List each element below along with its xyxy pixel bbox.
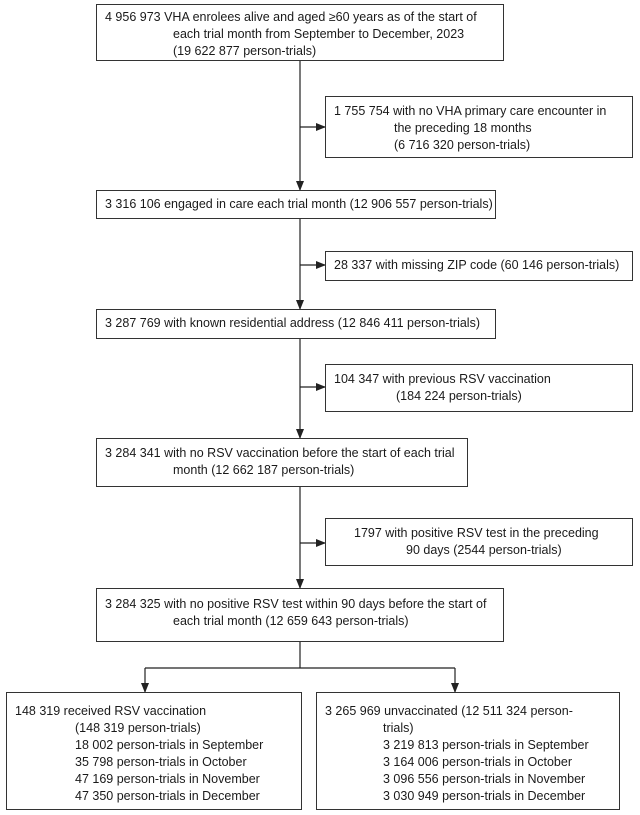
vaccinated-line-6: 47 350 person-trials in December	[75, 789, 260, 803]
exclude-positive-test-line-1: 1797 with positive RSV test in the prece…	[354, 526, 599, 540]
vaccinated-line-2: (148 319 person-trials)	[75, 721, 201, 735]
exclude-no-primary-care-line-3: (6 716 320 person-trials)	[394, 138, 531, 152]
box-unvaccinated: 3 265 969 unvaccinated (12 511 324 perso…	[316, 692, 620, 810]
box-no-positive-test-line-2: each trial month (12 659 643 person-tria…	[173, 614, 409, 628]
unvaccinated-line-1: 3 265 969 unvaccinated (12 511 324 perso…	[325, 704, 573, 718]
vaccinated-line-5: 47 169 person-trials in November	[75, 772, 260, 786]
exclude-no-primary-care-line-1: 1 755 754 with no VHA primary care encou…	[334, 104, 607, 118]
box-enrolees-line-1: 4 956 973 VHA enrolees alive and aged ≥6…	[105, 10, 477, 24]
unvaccinated-line-6: 3 030 949 person-trials in December	[383, 789, 586, 803]
vaccinated-line-4: 35 798 person-trials in October	[75, 755, 247, 769]
box-engaged-in-care-line-1: 3 316 106 engaged in care each trial mon…	[105, 197, 493, 211]
box-enrolees: 4 956 973 VHA enrolees alive and aged ≥6…	[96, 4, 504, 61]
box-enrolees-line-3: (19 622 877 person-trials)	[173, 44, 317, 58]
box-exclude-missing-zip: 28 337 with missing ZIP code (60 146 per…	[325, 251, 633, 281]
box-no-positive-test-line-1: 3 284 325 with no positive RSV test with…	[105, 597, 487, 611]
unvaccinated-line-5: 3 096 556 person-trials in November	[383, 772, 586, 786]
exclude-positive-test-line-2: 90 days (2544 person-trials)	[406, 543, 562, 557]
box-known-address-line-1: 3 287 769 with known residential address…	[105, 316, 480, 330]
box-no-rsv-vaccination: 3 284 341 with no RSV vaccination before…	[96, 438, 468, 487]
exclude-no-primary-care-line-2: the preceding 18 months	[394, 121, 532, 135]
box-exclude-no-primary-care: 1 755 754 with no VHA primary care encou…	[325, 96, 633, 158]
vaccinated-line-1: 148 319 received RSV vaccination	[15, 704, 207, 718]
box-no-rsv-vaccination-line-1: 3 284 341 with no RSV vaccination before…	[105, 446, 455, 460]
exclude-previous-rsv-line-1: 104 347 with previous RSV vaccination	[334, 372, 551, 386]
box-no-rsv-vaccination-line-2: month (12 662 187 person-trials)	[173, 463, 355, 477]
exclude-missing-zip-line-1: 28 337 with missing ZIP code (60 146 per…	[334, 258, 620, 272]
box-enrolees-line-2: each trial month from September to Decem…	[173, 27, 465, 41]
box-known-address: 3 287 769 with known residential address…	[96, 309, 496, 339]
box-exclude-positive-test: 1797 with positive RSV test in the prece…	[325, 518, 633, 566]
box-vaccinated: 148 319 received RSV vaccination (148 31…	[6, 692, 302, 810]
unvaccinated-line-2: trials)	[383, 721, 414, 735]
unvaccinated-line-3: 3 219 813 person-trials in September	[383, 738, 589, 752]
vaccinated-line-3: 18 002 person-trials in September	[75, 738, 264, 752]
box-engaged-in-care: 3 316 106 engaged in care each trial mon…	[96, 190, 496, 219]
box-exclude-previous-rsv: 104 347 with previous RSV vaccination (1…	[325, 364, 633, 412]
exclude-previous-rsv-line-2: (184 224 person-trials)	[396, 389, 522, 403]
box-no-positive-test: 3 284 325 with no positive RSV test with…	[96, 588, 504, 642]
unvaccinated-line-4: 3 164 006 person-trials in October	[383, 755, 572, 769]
